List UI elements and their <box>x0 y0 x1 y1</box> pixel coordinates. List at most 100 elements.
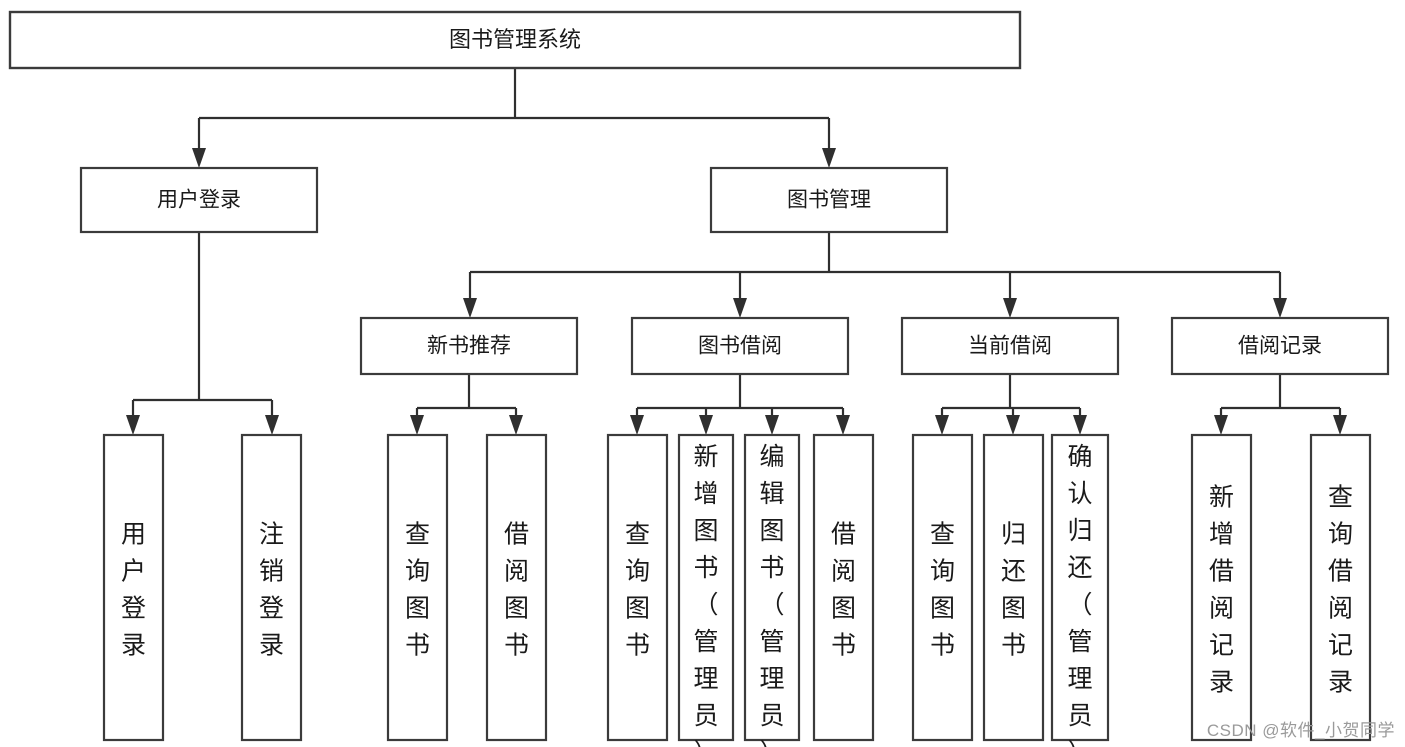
ul-child-0-arrowhead <box>126 415 140 435</box>
leaf-label-char: 图 <box>930 594 955 622</box>
leaf-label-char: 图 <box>504 594 529 622</box>
leaf-label-char: 理 <box>759 665 784 693</box>
leaf-label-char: 询 <box>405 557 430 585</box>
box-outline <box>79 166 319 234</box>
leaf-label-char: 理 <box>1067 665 1092 693</box>
leaf-label-char: 图 <box>759 517 784 545</box>
leaf-label-char: 管 <box>759 628 784 656</box>
leaf-label-char: 记 <box>1328 631 1353 659</box>
book-borrow-child-0-arrowhead <box>630 415 644 435</box>
box-outline <box>812 433 875 742</box>
leaf-label-char: 阅 <box>1209 594 1234 622</box>
leaf-label-char: 辑 <box>759 480 784 508</box>
leaf-label-char: 员 <box>693 702 718 730</box>
leaf-label-char: 书 <box>693 554 718 582</box>
leaf-label-char: 借 <box>831 520 856 548</box>
leaf-label-char: ） <box>1067 739 1092 747</box>
leaf-label-char: 借 <box>1209 557 1234 585</box>
leaf-label-char: 录 <box>1209 668 1234 696</box>
boxes-layer: 图书管理系统用户登录图书管理新书推荐图书借阅当前借阅借阅记录用户登录注销登录查询… <box>8 10 1390 747</box>
level2-node-user-login[interactable]: 用户登录 <box>79 166 319 234</box>
bm-child-0-arrowhead <box>463 298 477 318</box>
root-child-1-arrowhead <box>822 148 836 168</box>
connectors-layer <box>126 68 1347 435</box>
box-outline <box>102 433 165 742</box>
level3-node-book-borrow[interactable]: 图书借阅 <box>630 316 850 376</box>
leaf-label-char: 录 <box>1328 668 1353 696</box>
box-outline <box>8 10 1022 70</box>
box-outline <box>630 316 850 376</box>
bm-child-1-arrowhead <box>733 298 747 318</box>
leaf-label-char: 录 <box>121 631 146 659</box>
node-label: 新书推荐 <box>427 335 511 358</box>
csdn-watermark: CSDN @软件_小贺同学 <box>1206 721 1395 740</box>
root-node-root[interactable]: 图书管理系统 <box>8 10 1022 70</box>
box-outline <box>240 433 303 742</box>
leaf-label-char: 管 <box>1067 628 1092 656</box>
level3-node-new-book-recommend[interactable]: 新书推荐 <box>359 316 579 376</box>
box-outline <box>743 433 801 742</box>
leaf-label-char: 询 <box>625 557 650 585</box>
leaf-label-char: 询 <box>930 557 955 585</box>
box-outline <box>485 433 548 742</box>
leaf-label-char: 归 <box>1067 517 1092 545</box>
new-book-recommend-child-1-arrowhead <box>509 415 523 435</box>
node-label: 用户登录 <box>157 189 241 212</box>
leaf-label-char: 阅 <box>1328 594 1353 622</box>
leaf-label-char: 员 <box>759 702 784 730</box>
leaf-label-char: 查 <box>625 520 650 548</box>
leaf-label-char: 录 <box>259 631 284 659</box>
leaf-label-char: （ <box>759 591 784 619</box>
leaf-label-char: 新 <box>693 443 718 471</box>
leaf-label-char: 员 <box>1067 702 1092 730</box>
bm-child-3-arrowhead <box>1273 298 1287 318</box>
level2-node-book-management[interactable]: 图书管理 <box>709 166 949 234</box>
new-book-recommend-child-0-arrowhead <box>410 415 424 435</box>
leaf-label-char: （ <box>1067 591 1092 619</box>
leaf-label-char: 还 <box>1001 557 1026 585</box>
box-outline <box>1309 433 1372 742</box>
current-borrow-child-1-arrowhead <box>1006 415 1020 435</box>
leaf-label-char: 管 <box>693 628 718 656</box>
leaf-label-char: 理 <box>693 665 718 693</box>
leaf-label-char: 认 <box>1067 480 1092 508</box>
level3-node-borrow-record[interactable]: 借阅记录 <box>1170 316 1390 376</box>
leaf-label-char: 阅 <box>504 557 529 585</box>
leaf-label-char: 增 <box>693 480 718 508</box>
box-outline <box>606 433 669 742</box>
leaf-label-char: 登 <box>121 594 146 622</box>
box-outline <box>1170 316 1390 376</box>
leaf-label-char: 图 <box>693 517 718 545</box>
borrow-record-child-1-arrowhead <box>1333 415 1347 435</box>
leaf-label-char: ） <box>693 739 718 747</box>
leaf-label-char: 借 <box>504 520 529 548</box>
leaf-label-char: 书 <box>759 554 784 582</box>
node-label: 图书管理系统 <box>449 27 581 52</box>
leaf-label-char: 书 <box>1001 631 1026 659</box>
node-label: 图书管理 <box>787 189 871 212</box>
book-borrow-child-3-arrowhead <box>836 415 850 435</box>
node-label: 图书借阅 <box>698 335 782 358</box>
box-outline <box>900 316 1120 376</box>
leaf-node-leaf-user-login[interactable]: 用户登录 <box>102 433 165 742</box>
leaf-label-char: 书 <box>405 631 430 659</box>
level3-node-current-borrow[interactable]: 当前借阅 <box>900 316 1120 376</box>
leaf-label-char: 图 <box>1001 594 1026 622</box>
borrow-record-child-0-arrowhead <box>1214 415 1228 435</box>
leaf-label-char: （ <box>693 591 718 619</box>
leaf-label-char: 注 <box>259 520 284 548</box>
